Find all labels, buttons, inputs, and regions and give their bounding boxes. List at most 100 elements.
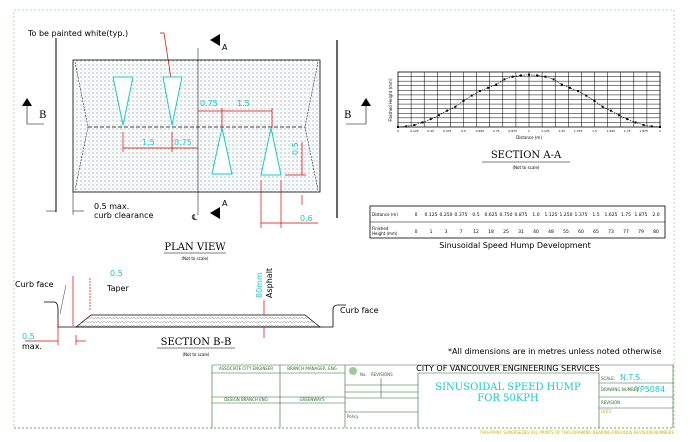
table-cell-height: 65	[593, 229, 599, 235]
curb-face-label: Curb face	[15, 280, 54, 289]
x-tick-label: 1.125	[541, 129, 550, 133]
table-cell-height: 48	[548, 229, 554, 235]
data-point	[609, 109, 612, 112]
x-tick-label: 1.75	[624, 129, 631, 133]
x-tick-label: 1	[528, 129, 530, 133]
x-tick-label: 1.5	[592, 129, 597, 133]
section-arrow-icon	[210, 207, 220, 219]
section-a-mark: A	[222, 199, 228, 208]
data-point	[503, 78, 506, 81]
section-bb-title: SECTION B-B	[161, 337, 232, 348]
data-point	[437, 114, 440, 117]
plan-view-subtitle: (Not to scale)	[182, 256, 209, 261]
date-label: DATE	[601, 409, 612, 414]
design-branch-label: DESIGN BRANCH ENG	[224, 397, 267, 402]
data-point	[659, 126, 661, 128]
data-point	[577, 90, 580, 93]
table-row-label: Finished	[372, 226, 389, 231]
table-cell-height: 7	[460, 229, 463, 235]
table-cell-distance: 1.75	[621, 212, 631, 218]
table-cell-distance: 1.375	[575, 212, 588, 218]
curb-clearance-label: 0.5 max.	[94, 202, 129, 211]
x-tick-label: 0.25	[427, 129, 434, 133]
x-tick-label: 0.5	[461, 129, 466, 133]
table-cell-height: 31	[518, 229, 524, 235]
x-tick-label: 0	[397, 129, 399, 133]
policy-label: Policy	[347, 414, 359, 419]
x-tick-label: 1.625	[607, 129, 616, 133]
section-aa-subtitle: (Not to scale)	[513, 165, 540, 170]
data-point	[413, 124, 416, 127]
table-cell-distance: 0.750	[500, 212, 513, 218]
marking-triangle	[260, 127, 282, 176]
section-arrow-icon	[22, 98, 32, 106]
table-cell-distance: 0.625	[485, 212, 498, 218]
x-tick-label: 1.375	[574, 129, 583, 133]
dim-075-top: 0.75	[200, 99, 218, 108]
revision-label: REVISION	[601, 400, 620, 405]
paint-note: To be painted white(typ.)	[27, 29, 128, 38]
footer-note: THIS PRINT SUPERSEDES ALL PRINTS OF THIS…	[479, 430, 675, 435]
no-label: No.	[360, 372, 367, 377]
table-cell-distance: 1.625	[605, 212, 618, 218]
table-row-label: Distance (m)	[372, 212, 398, 217]
x-axis-label: Distance (m)	[516, 135, 542, 140]
table-caption: Sinusoidal Speed Hump Development	[439, 241, 590, 250]
x-tick-label: 1.25	[558, 129, 565, 133]
table-row-label: Height (mm)	[372, 231, 398, 236]
table-cell-distance: 1.875	[635, 212, 648, 218]
table-cell-height: 80	[653, 229, 659, 235]
data-point	[462, 99, 465, 102]
greenways-label: GREENWAYS	[299, 397, 325, 402]
marking-triangle	[112, 76, 134, 126]
table-cell-height: 0	[415, 229, 418, 235]
hump-area	[72, 59, 321, 193]
scale-value: N.T.S.	[620, 373, 643, 382]
drawing-number-value: YP5084	[634, 385, 665, 394]
data-point	[585, 94, 588, 97]
max-dim: 0.5	[22, 332, 35, 341]
table-cell-distance: 0.375	[455, 212, 468, 218]
table-cell-height: 60	[578, 229, 584, 235]
max-label: max.	[22, 342, 42, 351]
x-tick-label: 0.625	[476, 129, 485, 133]
section-b-mark: B	[344, 110, 351, 121]
table-cell-height: 55	[563, 229, 569, 235]
section-arrow-icon	[210, 34, 220, 46]
dim-05-vertical: 0.5	[291, 142, 300, 155]
table-cell-distance: 0.125	[425, 212, 438, 218]
table-cell-distance: 0	[415, 212, 418, 218]
dim-06: 0.6	[300, 214, 313, 223]
curb-face-label: Curb face	[340, 306, 379, 315]
x-tick-label: 2	[659, 129, 661, 133]
section-bb: Curb face Curb face 0.5 Taper 0.5 max. 8…	[15, 268, 379, 357]
section-bb-subtitle: (Not to scale)	[183, 352, 210, 357]
drawing-title: SINUSOIDAL SPEED HUMP	[435, 382, 581, 393]
section-arrow-icon	[361, 98, 371, 106]
data-point	[495, 83, 498, 86]
table-cell-distance: 0.875	[515, 212, 528, 218]
table-cell-height: 40	[533, 229, 539, 235]
branch-manager-label: BRANCH MANAGER, ENG	[287, 366, 337, 371]
table-cell-distance: 1.125	[545, 212, 558, 218]
x-tick-label: 0.375	[443, 129, 452, 133]
data-point	[544, 75, 547, 78]
data-point	[511, 75, 514, 78]
data-point	[528, 73, 530, 76]
data-point	[618, 114, 621, 117]
table-cell-distance: 2.0	[652, 212, 659, 218]
section-b-mark: B	[39, 110, 46, 121]
table-cell-height: 25	[503, 229, 509, 235]
curb-clearance-label: curb clearance	[94, 211, 153, 220]
drawing-border	[13, 9, 675, 429]
table-cell-height: 12	[473, 229, 479, 235]
dim-15-bottom: 1.5	[142, 138, 155, 147]
data-point	[454, 105, 457, 108]
table-cell-height: 79	[638, 229, 644, 235]
marking-triangle	[211, 127, 233, 175]
data-point	[536, 74, 539, 77]
dim-075-bottom: 0.75	[174, 138, 192, 147]
x-tick-label: 0.125	[410, 129, 419, 133]
